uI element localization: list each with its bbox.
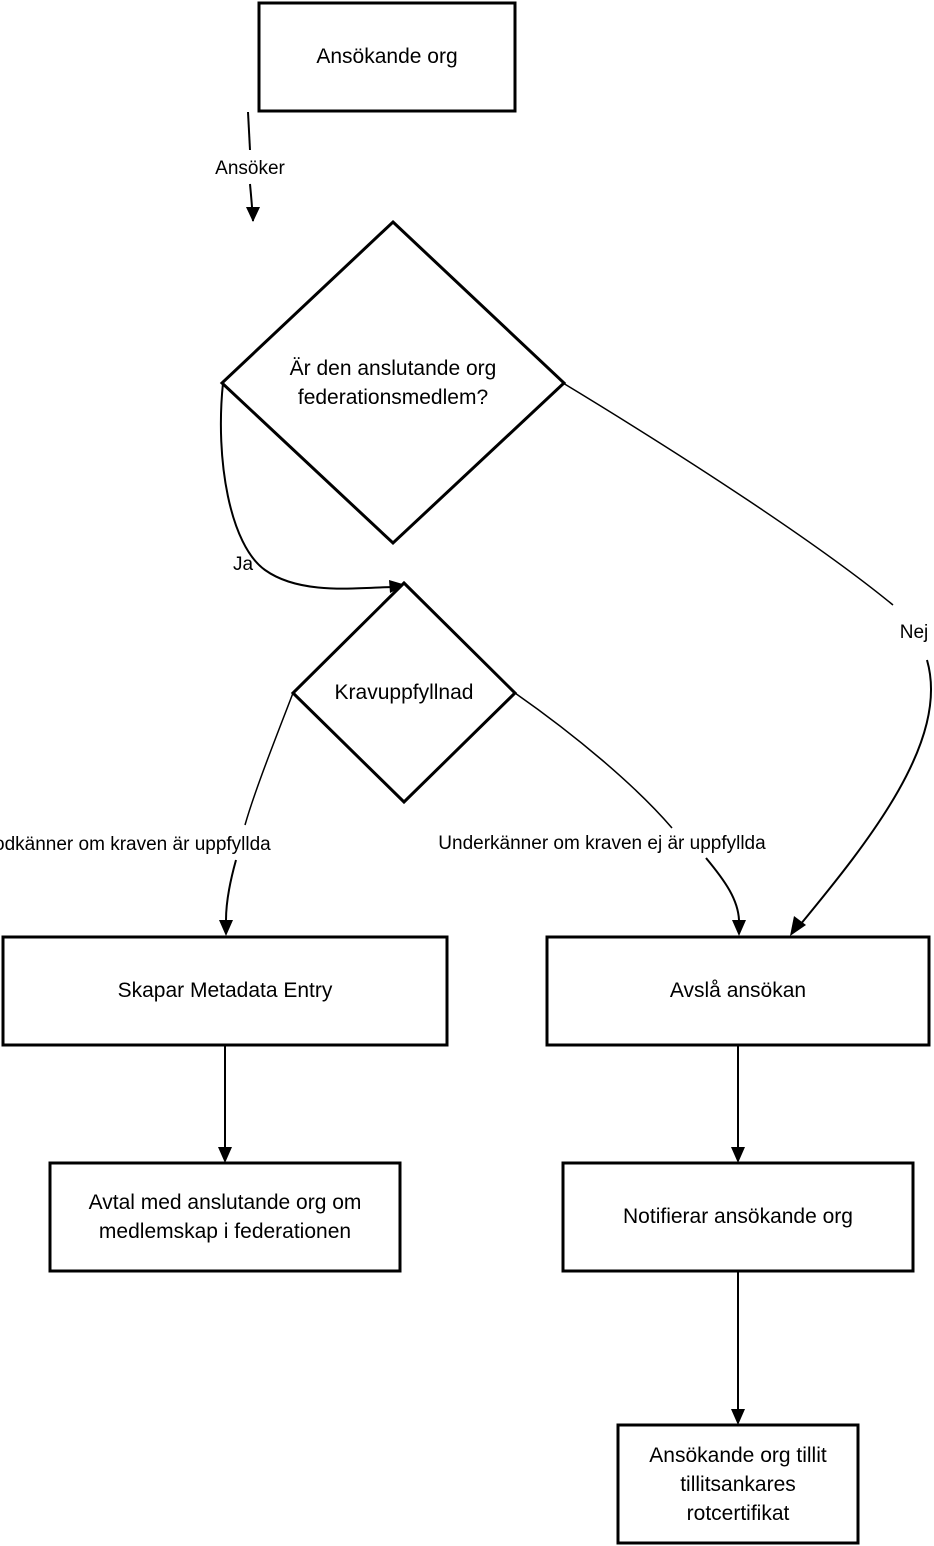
- edge-label-applies: Ansöker: [215, 158, 285, 179]
- edge-notify-to-trust-arrowhead: [731, 1409, 745, 1425]
- node-create-entry-box: [1, 935, 449, 1047]
- edge-rejects: Underkänner om kraven ej är uppfyllda: [438, 692, 766, 936]
- edge-no-line: [562, 382, 894, 606]
- edge-label-yes: Ja: [233, 554, 254, 575]
- edge-label-no: Nej: [900, 622, 929, 643]
- edge-create-to-agreement-arrowhead: [218, 1147, 232, 1163]
- edge-yes-line: [219, 382, 393, 590]
- node-member-check: Är den anslutande org federationsmedlem?: [219, 219, 567, 546]
- node-agreement-box: [48, 1161, 402, 1273]
- edge-rejects-line: [514, 692, 673, 829]
- node-create-entry-label: Skapar Metadata Entry: [118, 979, 333, 1002]
- node-notify: Notifierar ansökande org: [561, 1161, 915, 1273]
- node-agreement-label-line-1: Avtal med anslutande org om: [89, 1191, 362, 1214]
- node-applicant-label: Ansökande org: [316, 45, 457, 68]
- edge-rejects-arrow-line: [705, 857, 740, 921]
- node-trust-root-label-line-3: rotcertifikat: [687, 1502, 790, 1525]
- edge-no-arrow-line: [799, 659, 933, 926]
- edge-yes: Ja: [219, 382, 406, 593]
- node-member-check-diamond: [219, 219, 567, 546]
- node-create-entry: Skapar Metadata Entry: [1, 935, 449, 1047]
- edge-label-approves: Godkänner om kraven är uppfyllda: [0, 834, 271, 855]
- edge-rejects-arrowhead: [732, 920, 746, 936]
- edge-applies: Ansöker: [215, 111, 286, 222]
- node-member-check-label-line-2: federationsmedlem?: [298, 386, 488, 409]
- node-applicant: Ansökande org: [257, 1, 517, 113]
- edge-label-rejects: Underkänner om kraven ej är uppfyllda: [438, 833, 766, 854]
- node-requirements-label: Kravuppfyllnad: [335, 681, 474, 704]
- edge-applies-line: [247, 111, 251, 151]
- node-member-check-label-line-1: Är den anslutande org: [290, 357, 497, 380]
- edge-approves-arrowhead: [219, 920, 233, 936]
- edge-create-to-agreement: [218, 1046, 232, 1163]
- node-reject-box: [545, 935, 931, 1047]
- edge-no: Nej: [562, 382, 933, 936]
- node-requirements: Kravuppfyllnad: [290, 580, 518, 805]
- node-trust-root: Ansökande org tillit tillitsankares rotc…: [616, 1423, 860, 1545]
- node-applicant-box: [257, 1, 517, 113]
- edge-approves: Godkänner om kraven är uppfyllda: [0, 692, 294, 936]
- edge-applies-arrowhead: [246, 207, 260, 222]
- node-reject: Avslå ansökan: [545, 935, 931, 1047]
- node-trust-root-box: [616, 1423, 860, 1545]
- node-notify-label: Notifierar ansökande org: [623, 1205, 853, 1228]
- node-requirements-diamond: [290, 580, 518, 805]
- edge-reject-to-notify-arrowhead: [731, 1147, 745, 1163]
- edge-no-arrowhead: [790, 916, 806, 936]
- edge-approves-arrow-line: [225, 859, 237, 921]
- edge-yes-arrowhead: [389, 580, 406, 593]
- node-trust-root-label-line-1: Ansökande org tillit: [649, 1444, 827, 1467]
- node-notify-box: [561, 1161, 915, 1273]
- node-agreement-label-line-2: medlemskap i federationen: [99, 1220, 351, 1243]
- edge-notify-to-trust: [731, 1272, 745, 1425]
- edge-approves-line: [244, 692, 294, 826]
- node-reject-label: Avslå ansökan: [670, 979, 806, 1002]
- node-trust-root-label-line-2: tillitsankares: [680, 1473, 796, 1496]
- node-agreement: Avtal med anslutande org om medlemskap i…: [48, 1161, 402, 1273]
- edge-reject-to-notify: [731, 1046, 745, 1163]
